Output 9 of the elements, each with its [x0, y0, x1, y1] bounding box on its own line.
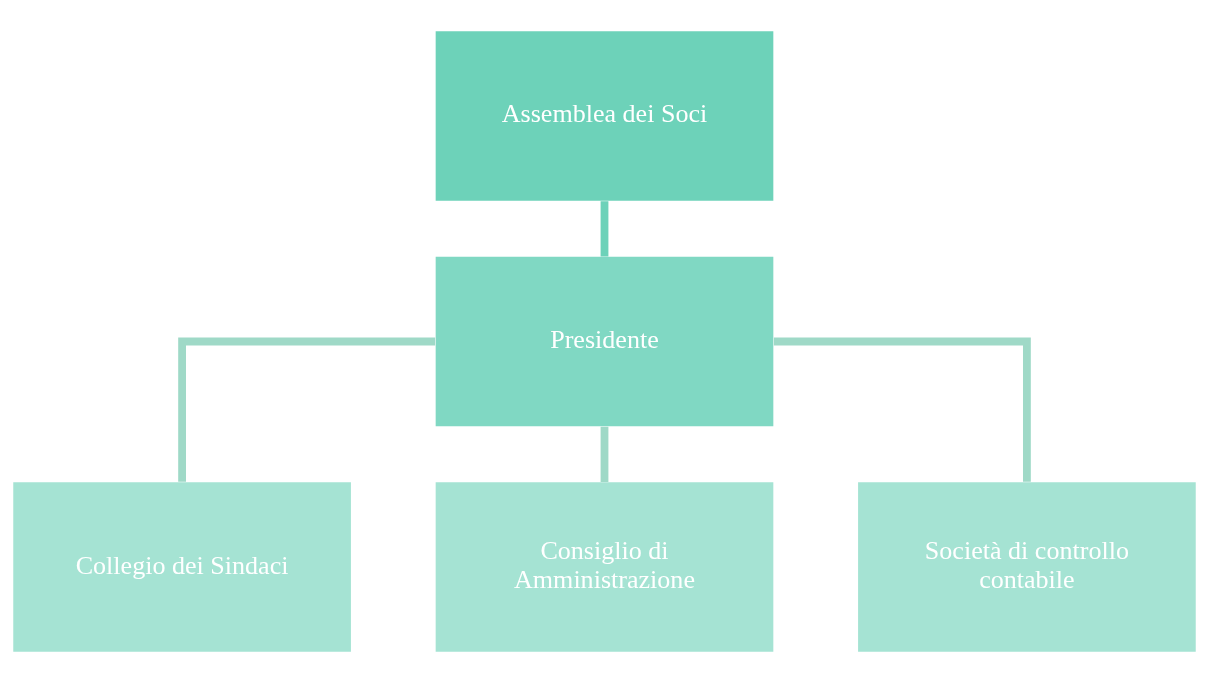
node-box: Presidente: [435, 256, 774, 426]
node-box: Consiglio di Amministrazione: [435, 481, 774, 652]
connector: [773, 337, 1031, 482]
node-box: Società di controllo contabile: [858, 481, 1196, 652]
connector: [600, 426, 609, 482]
node-box: Collegio dei Sindaci: [13, 481, 351, 652]
connector: [600, 200, 609, 256]
node-box: Assemblea dei Soci: [435, 30, 774, 201]
connector: [178, 337, 436, 482]
